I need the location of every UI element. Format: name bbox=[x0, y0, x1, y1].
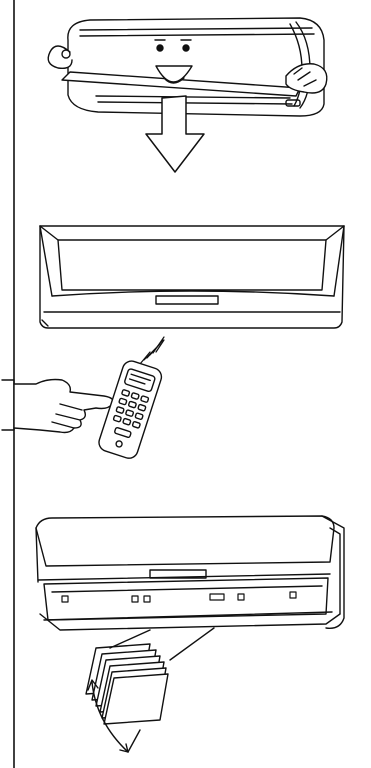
louver-pointer bbox=[128, 730, 140, 752]
eye-left bbox=[157, 45, 163, 51]
panel-1-unit-with-mascot bbox=[48, 18, 327, 172]
bottom-tray-lip bbox=[44, 612, 332, 620]
lifted-front-cover bbox=[36, 516, 334, 566]
remote-control bbox=[97, 359, 164, 461]
eye-right bbox=[183, 45, 189, 51]
unit-top-rib bbox=[80, 28, 312, 30]
interior-top-rail bbox=[52, 586, 322, 592]
unit-top-rib bbox=[80, 34, 314, 36]
unit-vent-line bbox=[98, 102, 292, 104]
filter-stack bbox=[86, 644, 168, 724]
smiley-face bbox=[155, 40, 192, 83]
front-panel-outer bbox=[40, 226, 344, 328]
unit-vent-line bbox=[96, 96, 290, 98]
remote-control-group bbox=[2, 337, 164, 461]
down-arrow bbox=[146, 96, 204, 172]
front-panel-lower-edge bbox=[52, 291, 334, 296]
signal-waves bbox=[140, 337, 164, 364]
panel-3-open-unit bbox=[36, 516, 344, 752]
display-window bbox=[156, 296, 218, 304]
interior-clips bbox=[62, 592, 296, 602]
front-panel-corner-left bbox=[42, 320, 48, 326]
hand-cuff bbox=[2, 380, 14, 430]
unit-indicator bbox=[286, 100, 300, 106]
guide-line bbox=[170, 628, 214, 660]
panel-2-front-view bbox=[40, 226, 344, 328]
remote-body bbox=[97, 359, 164, 461]
front-panel-left-bevel bbox=[40, 226, 52, 296]
front-panel-top-edge bbox=[40, 226, 344, 240]
right-hand bbox=[286, 64, 327, 93]
front-panel-inner bbox=[58, 240, 326, 290]
